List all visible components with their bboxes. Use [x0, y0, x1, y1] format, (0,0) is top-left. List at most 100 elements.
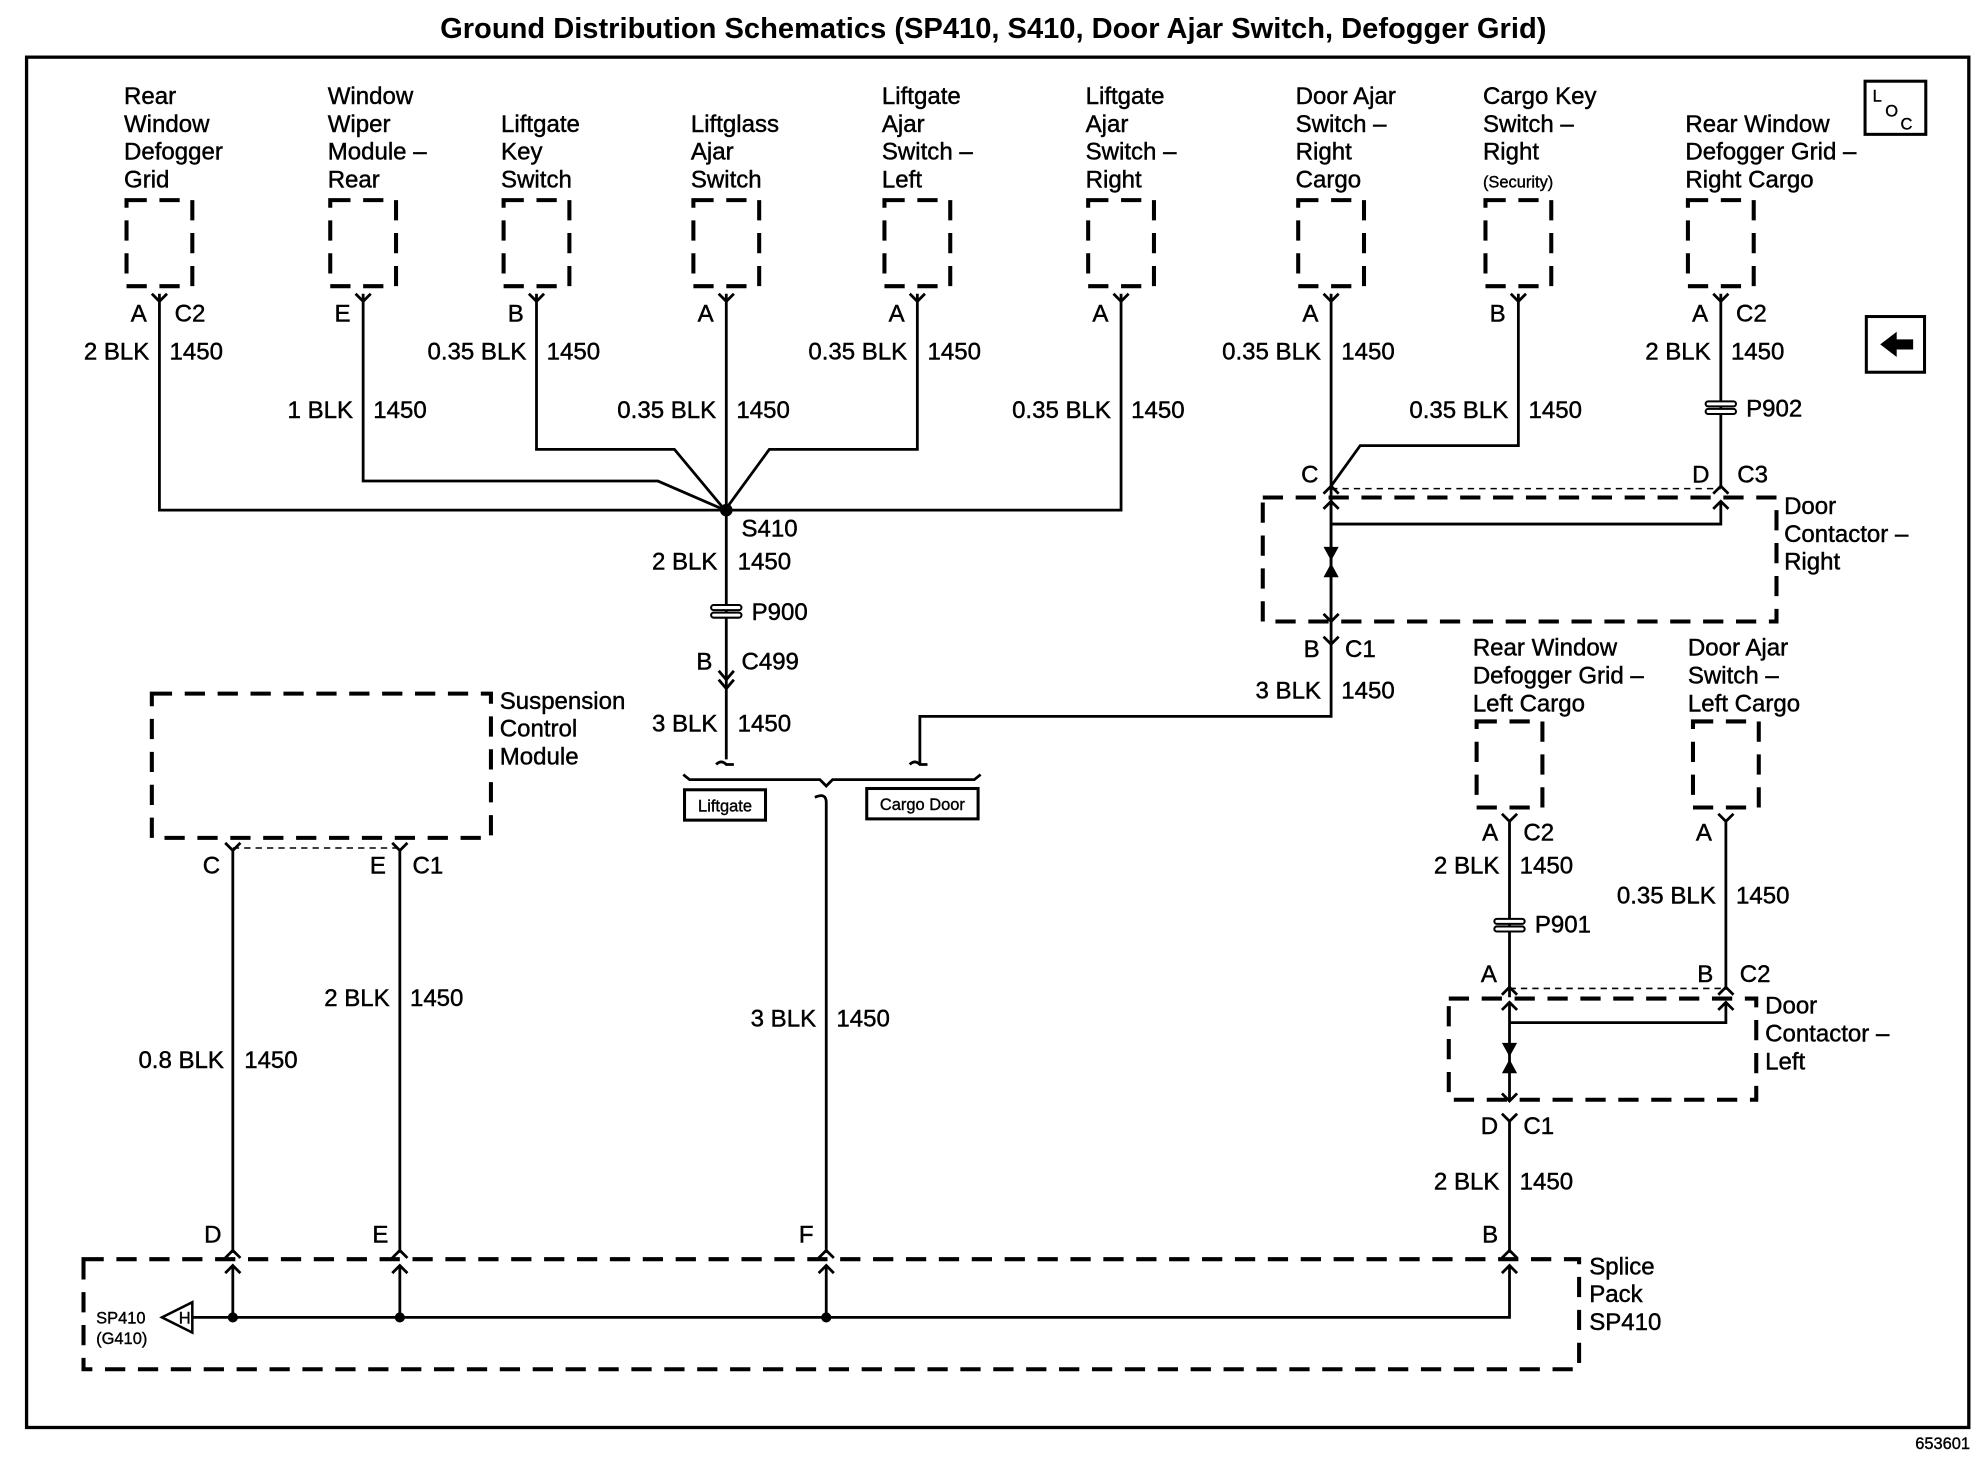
component-box: [124, 198, 195, 289]
ground-pin-label: H: [179, 1310, 191, 1328]
component-label: Window: [328, 83, 414, 110]
component-label: Switch –: [1296, 111, 1387, 138]
wire-size: 3 BLK: [652, 711, 717, 738]
option-break-icon: [715, 760, 734, 766]
component-label: Door: [1784, 493, 1836, 520]
circuit-number: 1450: [927, 339, 980, 366]
component-label: Door Ajar: [1688, 635, 1788, 662]
component-label: Switch –: [1688, 662, 1779, 689]
ground-label: SP410: [96, 1310, 145, 1328]
connector-label: C2: [1523, 819, 1554, 846]
circuit-number: 1450: [170, 339, 223, 366]
component-label: Defogger: [124, 139, 223, 166]
inline-connector-p902-icon: [1704, 400, 1738, 415]
suspension-wire-e: [391, 841, 409, 1253]
component-label: Module: [500, 743, 579, 770]
component-label: Rear Window: [1473, 635, 1618, 662]
circuit-number: 1450: [1736, 883, 1789, 910]
inline-label-p902: P902: [1746, 396, 1802, 423]
component-label: Right: [1784, 549, 1840, 576]
component-label: Switch –: [1483, 111, 1574, 138]
splice-pack-pins: D E F B: [204, 1222, 1498, 1249]
pin-label: B: [1697, 961, 1713, 988]
option-liftgate[interactable]: Liftgate: [683, 788, 768, 822]
pin-label: A: [1692, 301, 1708, 328]
wire-size: 0.35 BLK: [1012, 397, 1111, 424]
connector-icon: [224, 1248, 1519, 1259]
pin-label: A: [1092, 301, 1108, 328]
rear-defogger-left-box: [1474, 719, 1545, 810]
component-label: Right: [1483, 139, 1539, 166]
component-label: Grid: [124, 166, 169, 193]
suspension-control-module-box: [149, 691, 493, 840]
component-label: Right Cargo: [1685, 166, 1813, 193]
component-label: Contactor –: [1765, 1021, 1890, 1048]
pin-label: A: [131, 301, 147, 328]
inline-connector-p900-icon: [710, 604, 743, 619]
wire-size: 2 BLK: [1645, 339, 1710, 366]
component-label: Pack: [1589, 1281, 1643, 1308]
loc-button[interactable]: L O C: [1863, 79, 1928, 136]
connector-label: C2: [1740, 961, 1771, 988]
component-label: Left Cargo: [1688, 690, 1800, 717]
pin-label: A: [698, 301, 714, 328]
arrow-icon: [1322, 612, 1340, 624]
connector-label: C1: [1523, 1113, 1554, 1140]
connector-icon: [1322, 635, 1340, 647]
circuit-number: 1450: [244, 1047, 297, 1074]
contactor-internal-wire: [1329, 501, 1723, 621]
component-box: [882, 198, 953, 289]
component-box: [1296, 198, 1367, 289]
wire-size: 0.35 BLK: [427, 339, 526, 366]
connector-label: C1: [1345, 636, 1376, 663]
component-label: Switch –: [882, 139, 973, 166]
pin-label: D: [1692, 461, 1709, 488]
circuit-number: 1450: [836, 1005, 889, 1032]
component-label: Rear: [328, 166, 380, 193]
wire-size: 0.35 BLK: [1222, 339, 1321, 366]
option-cargo-door[interactable]: Cargo Door: [865, 786, 980, 821]
component-label: Splice: [1589, 1253, 1654, 1280]
component-label: Liftgate: [882, 83, 961, 110]
component-label: Key: [501, 139, 542, 166]
back-button[interactable]: [1864, 315, 1927, 374]
door-contactor-left-box: [1446, 996, 1759, 1102]
component-label: Cargo: [1296, 166, 1361, 193]
wire-size: 2 BLK: [324, 985, 389, 1012]
circuit-number: 1450: [1520, 1169, 1573, 1196]
component-label: Defogger Grid –: [1685, 139, 1857, 166]
connector-icon: [1500, 985, 1735, 996]
component-label: Contactor –: [1784, 521, 1909, 548]
splice-pack-bus: [192, 1265, 1511, 1319]
component-box: [691, 198, 762, 289]
wire-size: 0.35 BLK: [617, 397, 716, 424]
pin-label: B: [696, 649, 712, 676]
left-arrow-icon: [1880, 331, 1914, 358]
circuit-number: 1450: [373, 397, 426, 424]
component-label: Door: [1765, 993, 1817, 1020]
wire-size: 2 BLK: [652, 549, 717, 576]
pin-label: C: [203, 852, 220, 879]
arrow-icon: [1500, 1000, 1735, 1011]
component-box: [1086, 198, 1156, 289]
suspension-wire-c: [224, 841, 242, 1253]
component-label: Switch –: [1086, 139, 1177, 166]
pin-label: E: [334, 301, 350, 328]
connector-label-c499: C499: [741, 649, 798, 676]
circuit-number: 1450: [1341, 339, 1394, 366]
component-label: Control: [500, 716, 577, 743]
pin-label: A: [1481, 961, 1497, 988]
component-label: Left: [882, 166, 922, 193]
component-box: [1483, 198, 1554, 289]
pin-label: C: [1301, 461, 1318, 488]
connector-label: C3: [1737, 461, 1768, 488]
contact-switch-icon: [1501, 1042, 1518, 1074]
circuit-number: 1450: [1731, 339, 1784, 366]
component-label: Left Cargo: [1473, 690, 1585, 717]
